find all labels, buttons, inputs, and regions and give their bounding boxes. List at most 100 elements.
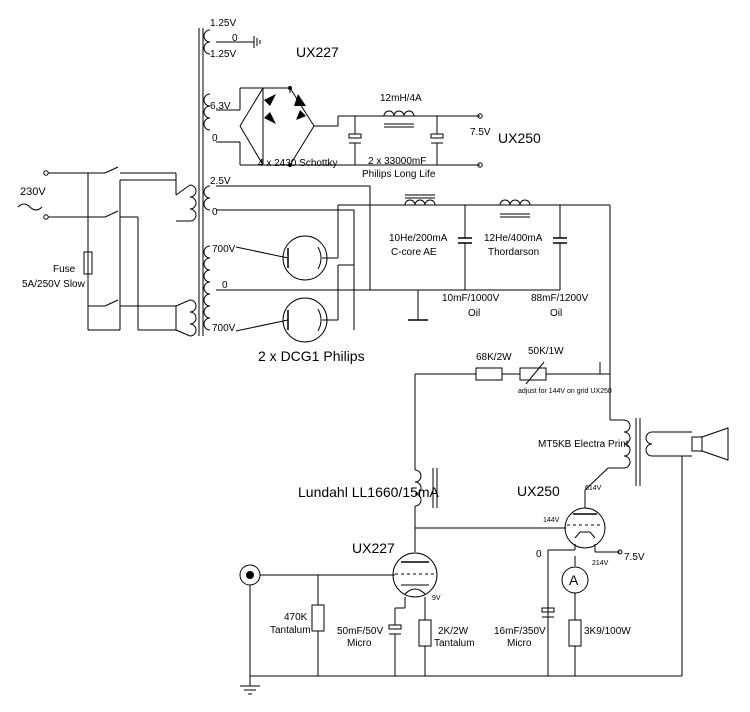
ux227-tube: UX227 9V 470K Tantalum 50mF/50V Micro 2K… bbox=[239, 540, 475, 676]
resistor-470k bbox=[311, 604, 325, 632]
filament-supply-ux250: 4 x 2430 Schottky 12mH/4A 7.5V UX250 2 x… bbox=[216, 86, 541, 180]
switch-contact-2 bbox=[104, 210, 119, 218]
mains-terminal-bottom bbox=[43, 214, 49, 220]
v-614-label: 614V bbox=[585, 485, 602, 492]
ac-source-symbol bbox=[17, 203, 43, 211]
ammeter-label: A bbox=[569, 572, 579, 588]
v-7-5-label: 7.5V bbox=[624, 552, 645, 563]
cap-16mf bbox=[541, 607, 555, 613]
resistor-68k bbox=[475, 367, 503, 381]
diode-4 bbox=[296, 110, 306, 120]
secondary-1-25v bbox=[203, 29, 211, 55]
mains-input-section: 230V Fuse 5A/250V Slow bbox=[17, 166, 177, 331]
interstage-primary bbox=[414, 469, 422, 507]
caps-33000-label: 2 x 33000mF bbox=[368, 156, 426, 167]
pot-arrow bbox=[525, 361, 545, 385]
sec-2-5v-label: 2.5V bbox=[210, 176, 231, 187]
ux250-heater-label: UX250 bbox=[498, 130, 541, 146]
primary-winding-2 bbox=[189, 299, 197, 337]
terminal-7-5v-tube bbox=[617, 549, 623, 555]
secondary-hv bbox=[203, 245, 211, 331]
potentiometer-50k bbox=[519, 367, 547, 381]
cap-33000-1 bbox=[348, 133, 362, 139]
res-68k-label: 68K/2W bbox=[476, 352, 512, 363]
choke-10he bbox=[404, 199, 436, 206]
cap1-value-label: 10mF/1000V bbox=[442, 293, 500, 304]
cap-16mf-label: 16mF/350V bbox=[494, 626, 546, 637]
cap-16mf-type-label: Micro bbox=[507, 638, 532, 649]
ux250-tube: UX250 144V 7.5V 0 214V A 3K9/100W 16mF/3… bbox=[494, 483, 645, 676]
caps-brand-label: Philips Long Life bbox=[362, 169, 436, 180]
switch-contact-1 bbox=[104, 166, 119, 174]
resistor-3k9 bbox=[568, 619, 582, 647]
choke2-value-label: 12He/400mA bbox=[484, 233, 543, 244]
fuse-label: Fuse bbox=[53, 264, 76, 275]
v-9-label: 9V bbox=[432, 595, 441, 602]
choke2-type-label: Thordarson bbox=[488, 247, 539, 258]
res-3k9-label: 3K9/100W bbox=[584, 626, 631, 637]
hv-rectifier-section: 2 x DCG1 Philips 10He/200mA C-core AE 12… bbox=[216, 185, 611, 420]
res-2k-label: 2K/2W bbox=[438, 626, 469, 637]
v-214-label: 214V bbox=[592, 560, 609, 567]
resistor-2k bbox=[418, 619, 432, 647]
interstage-label: Lundahl LL1660/15mA bbox=[298, 484, 440, 500]
cap-50mf-label: 50mF/50V bbox=[337, 626, 383, 637]
sec-700v-bottom-label: 700V bbox=[212, 323, 236, 334]
choke-12mh-label: 12mH/4A bbox=[380, 93, 422, 104]
bridge-label: 4 x 2430 Schottky bbox=[258, 158, 338, 169]
sec-700v-top-label: 700V bbox=[212, 244, 236, 255]
sec-2-5v-zero-label: 0 bbox=[212, 207, 218, 218]
cap-50mf bbox=[388, 624, 402, 630]
dcg1-tube-2 bbox=[282, 297, 328, 343]
primary-winding-1 bbox=[189, 184, 197, 222]
diode-2 bbox=[294, 94, 306, 106]
sec-6-3v-zero-label: 0 bbox=[212, 133, 218, 144]
secondary-2-5v bbox=[203, 185, 211, 211]
choke1-value-label: 10He/200mA bbox=[389, 233, 448, 244]
switch-contact-3 bbox=[104, 299, 119, 307]
out-7-5v-label: 7.5V bbox=[470, 127, 491, 138]
output-transformer-secondary bbox=[645, 431, 653, 457]
sec-1-25v-top-label: 1.25V bbox=[210, 18, 236, 29]
ux227-heater-label: UX227 bbox=[296, 44, 339, 60]
pot-note-label: adjust for 144V on grid UX250 bbox=[518, 388, 612, 395]
fuse-rating-label: 5A/250V Slow bbox=[22, 279, 86, 290]
res-470k-label: 470K bbox=[284, 612, 308, 623]
ux250-envelope bbox=[564, 507, 606, 549]
fuse-symbol bbox=[83, 251, 93, 275]
terminal-7-5v-neg bbox=[477, 162, 483, 168]
sec-1-25v-bottom-label: 1.25V bbox=[210, 49, 236, 60]
diode-1 bbox=[264, 94, 276, 106]
ux227-envelope bbox=[392, 552, 438, 598]
cap-50mf-type-label: Micro bbox=[347, 638, 372, 649]
ground-bus bbox=[240, 675, 682, 695]
sec-center-zero-label: 0 bbox=[222, 280, 228, 291]
mains-terminal-top bbox=[43, 170, 49, 176]
cap2-type-label: Oil bbox=[550, 308, 562, 319]
choke1-type-label: C-core AE bbox=[391, 247, 437, 258]
cap-33000-2 bbox=[430, 133, 444, 139]
pot-50k-label: 50K/1W bbox=[528, 346, 564, 357]
power-transformer: 1.25V 0 1.25V UX227 6.3V 0 2.5V 0 700V 0… bbox=[175, 18, 339, 337]
bias-network: 68K/2W 50K/1W adjust for 144V on grid UX… bbox=[414, 346, 612, 470]
output-stage: MT5KB Electra Print 614V bbox=[538, 418, 729, 676]
res-470k-type-label: Tantalum bbox=[270, 625, 311, 636]
interstage-transformer: Lundahl LL1660/15mA bbox=[298, 468, 566, 552]
ux250-label: UX250 bbox=[517, 483, 560, 499]
choke-12he bbox=[499, 199, 531, 206]
v-144-label: 144V bbox=[543, 517, 560, 524]
diode-3 bbox=[264, 112, 276, 124]
sec-6-3v-label: 6.3V bbox=[210, 101, 231, 112]
res-2k-type-label: Tantalum bbox=[434, 638, 475, 649]
ux227-label: UX227 bbox=[352, 540, 395, 556]
speaker-magnet bbox=[691, 436, 703, 452]
rectifier-label: 2 x DCG1 Philips bbox=[258, 348, 365, 364]
choke-12mh bbox=[383, 110, 415, 117]
mains-voltage-label: 230V bbox=[20, 186, 46, 198]
output-transformer-primary bbox=[623, 419, 631, 469]
cap2-value-label: 88mF/1200V bbox=[531, 293, 589, 304]
speaker-cone bbox=[701, 427, 729, 461]
cap1-type-label: Oil bbox=[468, 308, 480, 319]
